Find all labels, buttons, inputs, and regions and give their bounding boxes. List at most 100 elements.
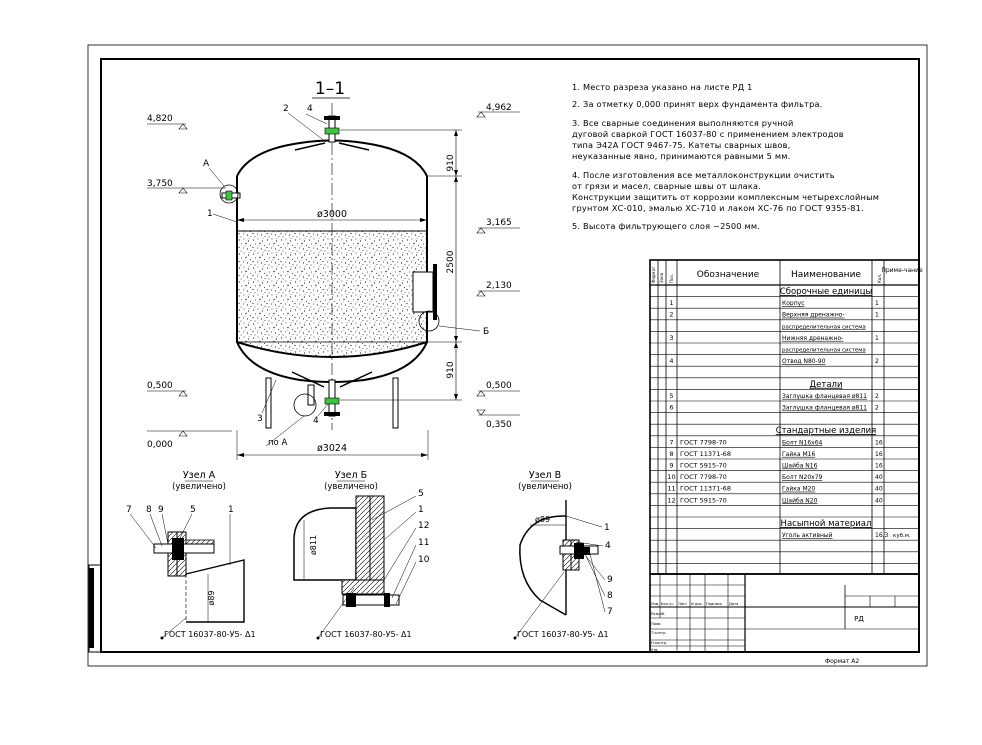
dim-outer-diameter-label: ø3024 <box>317 443 347 454</box>
spec-cell-name: Гайка М20 <box>782 486 815 493</box>
node-a-callout-7: 7 <box>126 505 132 515</box>
node-b-marker <box>418 310 440 332</box>
note-line: неуказанные явно, принимаются равными 5 … <box>572 151 791 161</box>
node-b-callout-12: 12 <box>418 521 429 531</box>
spec-head-pos: Поз. <box>669 274 674 283</box>
spec-cell-name: Заглушка фланцевая ø811 <box>782 393 867 400</box>
filter-vessel <box>219 103 440 430</box>
dim-h-bot: 910 <box>446 361 456 378</box>
note-1: 1. Место разреза указано на листе РД 1 <box>572 82 753 93</box>
spec-cell-qty: 2 <box>875 358 879 365</box>
elevation-marks-right: 4,962 3,165 2,130 0,500 0,350 <box>476 103 520 430</box>
node-a-detail: Узел А (увеличено) ø89 7 8 9 5 1 ГОСТ 16… <box>126 470 256 640</box>
title-block-col-head: Кол.уч <box>661 602 673 606</box>
main-callouts: 2 4 А 1 Б 3 4 по А <box>203 104 489 448</box>
elevation-marks-left: 4,820 3,750 0,500 0,000 <box>147 114 232 450</box>
spec-cell-name: распределительная система <box>782 324 866 330</box>
spec-head-format: Формат <box>651 266 656 283</box>
format-label: Формат А2 <box>825 658 859 665</box>
note-4: 4. После изготовления все металлоконстру… <box>572 170 879 214</box>
node-b-d811: ø811 <box>309 535 318 555</box>
spec-cell-designation: ГОСТ 11371-68 <box>680 450 731 458</box>
title-block-col-head: Подпись <box>706 602 722 606</box>
node-v-marker <box>293 393 317 417</box>
dim-inner-diameter: ø3000 <box>237 209 427 222</box>
note-line: грунтом ХС-010, эмалью ХС-710 и лаком ХС… <box>572 203 864 213</box>
spec-cell-pos: 3 <box>669 334 673 342</box>
spec-cell-name: Уголь активный <box>782 532 833 539</box>
title-block-row-label: Утв. <box>651 648 659 652</box>
spec-section-standard: Стандартные изделия <box>776 426 877 436</box>
spec-cell-pos: 10 <box>667 473 675 481</box>
spec-cell-designation: ГОСТ 5915-70 <box>680 496 727 504</box>
spec-cell-qty: 1 <box>875 312 879 319</box>
elev-4820: 4,820 <box>147 114 173 124</box>
title-block-row-label: Разраб. <box>651 612 665 616</box>
spec-head-designation: Обозначение <box>697 270 760 280</box>
vessel-shell <box>236 176 428 358</box>
note-line: типа Э42А ГОСТ 9467-75. Катеты сварных ш… <box>572 140 791 150</box>
node-a-title: Узел А <box>183 470 216 481</box>
node-a-callout-9: 9 <box>158 505 164 515</box>
node-v-callout-7: 7 <box>607 607 613 617</box>
title-block-col-head: N док. <box>691 602 703 606</box>
elev-0350: 0,350 <box>486 420 512 430</box>
spec-cell-pos: 6 <box>669 404 673 412</box>
spec-cell-qty: 40 <box>875 497 883 504</box>
note-line: 5. Высота фильтрующего слоя ~2500 мм. <box>572 221 761 231</box>
spec-cell-pos: 9 <box>669 462 673 470</box>
spec-cell-qty: 2 <box>875 405 879 412</box>
spec-cell-name: Шайба N16 <box>782 463 818 470</box>
note-line: 4. После изготовления все металлоконстру… <box>572 170 835 180</box>
node-a-marker <box>219 184 239 204</box>
title-block-row-label: Н.контр. <box>651 641 667 645</box>
elev-0000: 0,000 <box>147 440 173 450</box>
spec-cell-name: Корпус <box>782 300 805 307</box>
label-po-a: по А <box>268 438 287 448</box>
title-block-col-head: Дата <box>729 602 738 606</box>
note-line: Конструкции защитить от коррозии комплек… <box>572 192 880 202</box>
note-5: 5. Высота фильтрующего слоя ~2500 мм. <box>572 221 760 232</box>
binding-strip <box>88 564 102 653</box>
spec-cell-note: куб.м. <box>893 533 911 539</box>
node-a-callout-8: 8 <box>146 505 152 515</box>
spec-cell-name: Нижняя дренажно- <box>782 335 843 342</box>
spec-cell-qty: 16 <box>875 463 883 470</box>
node-v-weld: ГОСТ 16037-80-У5- Δ1 <box>517 630 609 639</box>
callout-4-top: 4 <box>307 104 313 114</box>
dim-height-chain: 910 2500 910 <box>340 129 462 401</box>
node-b-weld: ГОСТ 16037-80-У5- Δ1 <box>320 630 412 639</box>
note-line: 1. Место разреза указано на листе РД 1 <box>572 82 753 92</box>
spec-cell-pos: 8 <box>669 450 673 458</box>
spec-cell-qty: 16,3 <box>875 532 889 539</box>
node-a-callout-1: 1 <box>228 505 234 515</box>
title-block-code: РД <box>854 615 864 623</box>
spec-cell-pos: 7 <box>669 438 673 446</box>
node-v-callout-8: 8 <box>607 591 613 601</box>
title-block-row-label: Т.контр. <box>650 631 667 635</box>
node-b-title: Узел Б <box>335 470 367 481</box>
spec-cell-name: распределительная система <box>782 348 866 354</box>
node-b-callout-11: 11 <box>418 538 429 548</box>
spec-head-name: Наименование <box>791 270 861 280</box>
spec-cell-qty: 16 <box>875 439 883 446</box>
spec-cell-pos: 4 <box>669 357 673 365</box>
spec-cell-name: Верхняя дренажно- <box>782 312 845 319</box>
elev-0500-left: 0,500 <box>147 381 173 391</box>
title-block-col-head: Изм. <box>651 602 659 606</box>
note-line: 2. За отметку 0,000 принят верх фундамен… <box>572 99 823 109</box>
node-v-callout-1: 1 <box>604 523 610 533</box>
spec-section-bulk: Насыпной материал <box>781 519 872 529</box>
outer-border <box>87 44 928 667</box>
elev-2130: 2,130 <box>486 281 512 291</box>
callout-node-b: Б <box>483 327 489 337</box>
node-b-callout-5: 5 <box>418 489 424 499</box>
note-line: дуговой сваркой ГОСТ 16037-80 с применен… <box>572 129 844 139</box>
node-v-detail: Узел В (увеличено) ø89 1 4 9 8 7 ГОСТ 16… <box>513 470 613 640</box>
node-v-callout-9: 9 <box>607 575 613 585</box>
spec-head-qty: Кол. <box>877 274 882 283</box>
node-v-title: Узел В <box>529 470 561 481</box>
spec-cell-name: Болт N20х79 <box>782 474 823 481</box>
section-title: 1–1 <box>315 79 345 99</box>
